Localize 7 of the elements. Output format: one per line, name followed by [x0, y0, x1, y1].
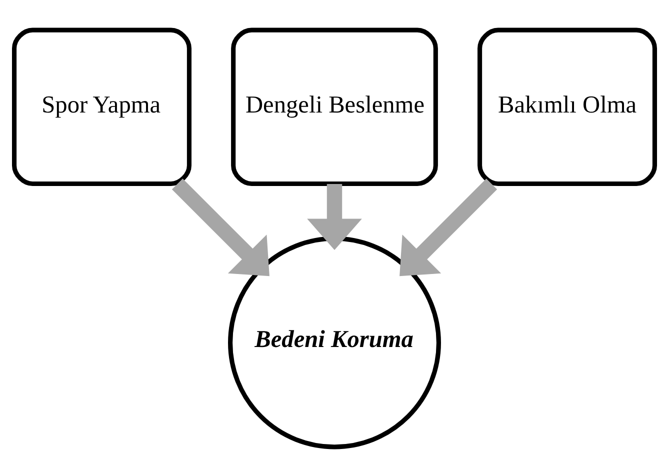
node-box: Bakımlı Olma — [478, 27, 658, 186]
arrow — [307, 184, 362, 250]
node-box: Dengeli Beslenme — [231, 27, 438, 186]
arrow — [172, 178, 270, 276]
arrow — [400, 178, 498, 276]
node-circle: Bedeni Koruma — [228, 236, 441, 449]
node-box: Spor Yapma — [12, 27, 192, 186]
